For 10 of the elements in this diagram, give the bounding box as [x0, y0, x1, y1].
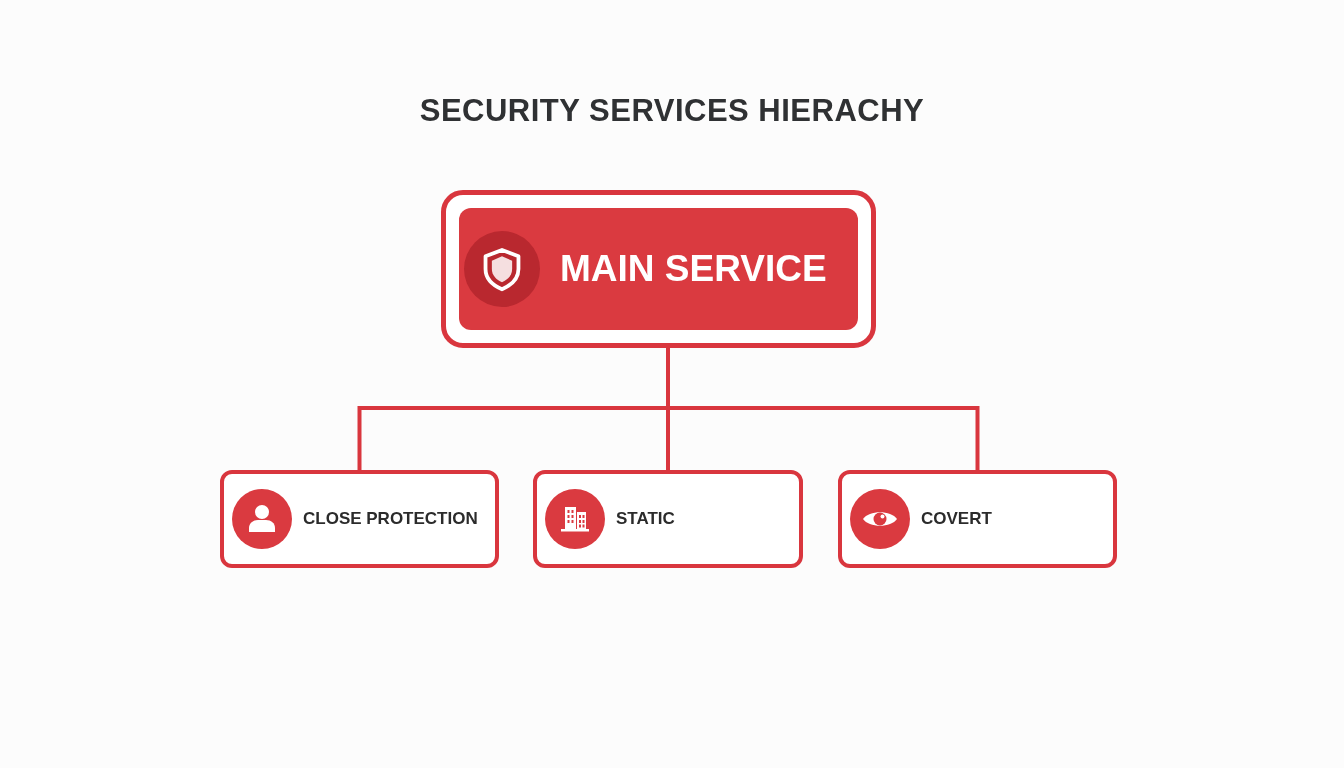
node-label: STATIC — [616, 508, 675, 530]
service-box — [220, 470, 499, 568]
connector-line — [666, 348, 980, 470]
node-label: COVERT — [921, 508, 992, 530]
main-service-frame — [441, 190, 876, 348]
service-box — [533, 470, 803, 568]
service-box — [838, 470, 1117, 568]
node-label: MAIN SERVICE — [560, 247, 827, 291]
node-label: CLOSE PROTECTION — [303, 508, 478, 530]
diagram-title: SECURITY SERVICES HIERACHY — [419, 92, 925, 130]
